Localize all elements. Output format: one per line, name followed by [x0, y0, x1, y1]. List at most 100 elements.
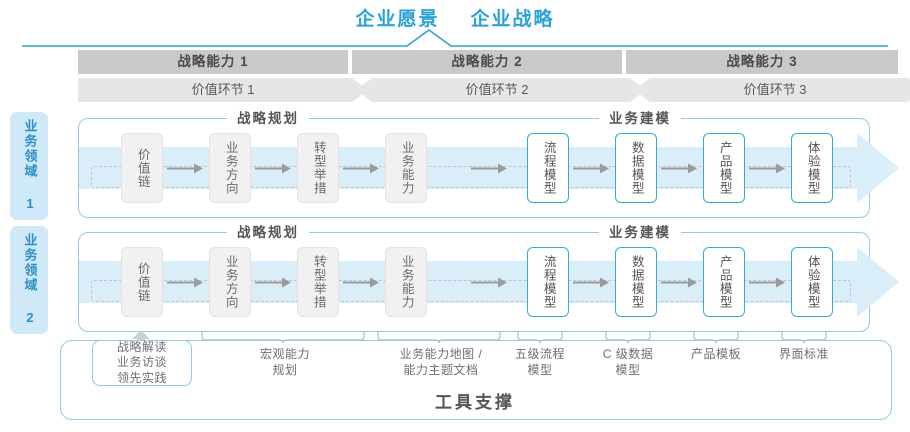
sidebar-item-domain-2-label: 业务领域 2 [22, 233, 38, 327]
caption-data-model: C 级数据 模型 [578, 346, 678, 378]
node-label: 业务方向 [223, 255, 238, 309]
bracket-macro-capability [201, 331, 365, 344]
sidebar-item-domain-2[interactable]: 业务领域 2 [10, 226, 48, 334]
arrow-icon [343, 277, 379, 288]
top-titles: 企业愿景 企业战略 [0, 4, 910, 31]
bracket-ui-standard [781, 331, 827, 344]
domain-row-1: 战略规划 业务建模 价值链 业务方向 转型举措 业务能力 流程模型 数据模型 产… [78, 110, 899, 218]
value-chain-3[interactable]: 价值环节 3 [634, 78, 910, 102]
section-title-planning-1: 战略规划 [227, 110, 309, 128]
value-chain-1[interactable]: 价值环节 1 [78, 78, 368, 102]
section-rule-left-1 [99, 118, 221, 120]
section-rule-left-2 [99, 232, 221, 234]
flow-band-arrowhead-1 [857, 133, 899, 203]
value-chain-2-label: 价值环节 2 [465, 82, 529, 97]
node-process-model-1[interactable]: 流程模型 [527, 133, 569, 203]
node-experience-model-1[interactable]: 体验模型 [791, 133, 833, 203]
caption-line: 五级流程 [514, 347, 565, 361]
tool-box-line-2: 业务访谈 [116, 355, 167, 370]
node-data-model-1[interactable]: 数据模型 [615, 133, 657, 203]
arrow-icon [661, 163, 697, 174]
node-label: 体验模型 [805, 255, 820, 309]
node-label: 业务能力 [399, 141, 414, 195]
arrow-icon [167, 163, 203, 174]
arrow-icon [749, 277, 785, 288]
tool-box-line-3: 领先实践 [116, 370, 167, 385]
node-business-direction-2[interactable]: 业务方向 [209, 247, 251, 317]
arrow-icon [255, 277, 291, 288]
peak-connector-line [22, 29, 888, 47]
caption-line: 业务能力地图 / [399, 347, 483, 361]
section-rule-right-1 [685, 118, 849, 120]
arrow-icon [255, 163, 291, 174]
node-label: 业务方向 [223, 141, 238, 195]
arrow-icon [749, 163, 785, 174]
node-label: 业务能力 [399, 255, 414, 309]
node-transformation-1[interactable]: 转型举措 [297, 133, 339, 203]
node-label: 价值链 [135, 147, 150, 189]
node-label: 流程模型 [541, 255, 556, 309]
capability-bar-row: 战略能力 1 战略能力 2 战略能力 3 [78, 50, 898, 74]
caption-capability-map: 业务能力地图 / 能力主题文档 [366, 346, 516, 378]
caption-line: C 级数据 [602, 347, 654, 361]
node-value-chain-2[interactable]: 价值链 [121, 247, 163, 317]
arrow-icon [471, 163, 507, 174]
node-label: 数据模型 [629, 255, 644, 309]
caption-macro-capability: 宏观能力 规划 [225, 346, 345, 378]
bracket-data-model [605, 331, 651, 344]
node-label: 数据模型 [629, 141, 644, 195]
flow-band-arrowhead-2 [857, 247, 899, 317]
node-business-direction-1[interactable]: 业务方向 [209, 133, 251, 203]
sidebar-item-domain-1[interactable]: 业务领域 1 [10, 112, 48, 220]
tool-box-strategy-interpretation[interactable]: 战略解读 业务访谈 领先实践 [92, 340, 192, 386]
enterprise-vision-title: 企业愿景 [355, 9, 440, 30]
caption-line: 界面标准 [778, 347, 829, 361]
arrow-icon [661, 277, 697, 288]
value-chain-row: 价值环节 1 价值环节 2 价值环节 3 [78, 78, 910, 102]
value-chain-2[interactable]: 价值环节 2 [356, 78, 646, 102]
node-business-capability-1[interactable]: 业务能力 [385, 133, 427, 203]
node-business-capability-2[interactable]: 业务能力 [385, 247, 427, 317]
tool-support-title: 工具支撑 [435, 393, 515, 412]
node-label: 价值链 [135, 261, 150, 303]
arrow-icon [573, 163, 609, 174]
domain-row-2: 战略规划 业务建模 价值链 业务方向 转型举措 业务能力 流程模型 数据模型 产… [78, 224, 899, 332]
capability-bar-3[interactable]: 战略能力 3 [626, 50, 898, 74]
section-title-modeling-2: 业务建模 [599, 224, 681, 242]
node-data-model-2[interactable]: 数据模型 [615, 247, 657, 317]
node-process-model-2[interactable]: 流程模型 [527, 247, 569, 317]
tool-support-frame [60, 340, 892, 420]
node-label: 体验模型 [805, 141, 820, 195]
node-label: 转型举措 [311, 141, 326, 195]
caption-line: 能力主题文档 [403, 363, 479, 378]
bracket-product-template [693, 331, 739, 344]
caption-line: 规划 [272, 363, 298, 378]
sidebar-item-domain-1-label: 业务领域 1 [22, 119, 38, 213]
enterprise-strategy-title: 企业战略 [470, 9, 555, 30]
tool-box-line-1: 战略解读 [116, 339, 167, 354]
capability-bar-2[interactable]: 战略能力 2 [352, 50, 622, 74]
node-label: 产品模型 [717, 141, 732, 195]
node-label: 产品模型 [717, 255, 732, 309]
value-chain-3-label: 价值环节 3 [743, 82, 807, 97]
arrow-icon [343, 163, 379, 174]
node-value-chain-1[interactable]: 价值链 [121, 133, 163, 203]
node-transformation-2[interactable]: 转型举措 [297, 247, 339, 317]
node-product-model-2[interactable]: 产品模型 [703, 247, 745, 317]
section-rule-mid-1 [323, 118, 583, 120]
node-experience-model-2[interactable]: 体验模型 [791, 247, 833, 317]
node-product-model-1[interactable]: 产品模型 [703, 133, 745, 203]
caption-ui-standard: 界面标准 [754, 346, 854, 362]
caption-line: 产品模板 [690, 347, 741, 361]
section-title-planning-2: 战略规划 [227, 224, 309, 242]
section-rule-mid-2 [323, 232, 583, 234]
capability-bar-1[interactable]: 战略能力 1 [78, 50, 348, 74]
node-label: 流程模型 [541, 141, 556, 195]
caption-line: 模型 [615, 363, 641, 378]
bracket-process-model [517, 331, 563, 344]
arrow-icon [471, 277, 507, 288]
flow-track-2 [91, 280, 851, 302]
node-label: 转型举措 [311, 255, 326, 309]
arrow-icon [167, 277, 203, 288]
